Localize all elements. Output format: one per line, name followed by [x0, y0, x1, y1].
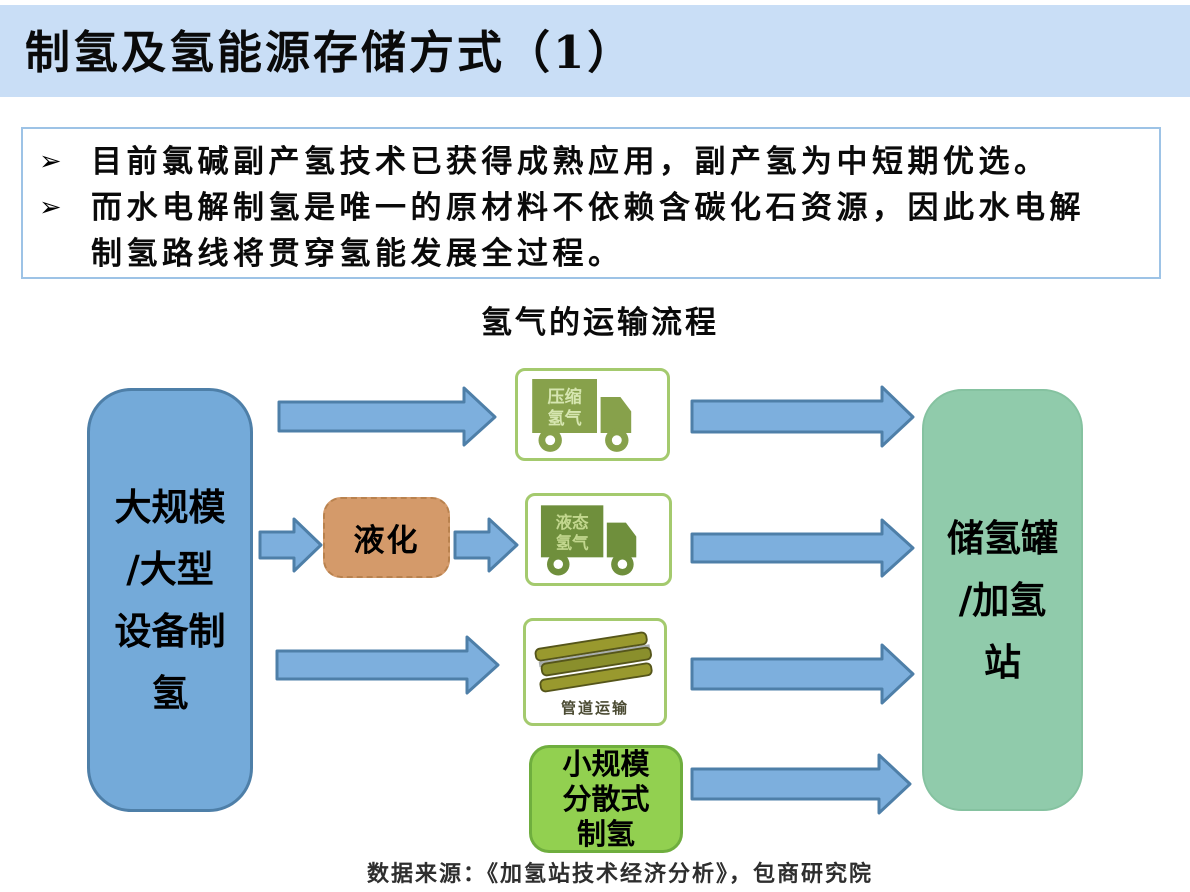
box-text-line: 站	[984, 640, 1021, 684]
box-text-line: /加氢	[958, 578, 1047, 622]
box-text-line: 液化	[353, 523, 420, 559]
bullet-text: 目前氯碱副产氢技术已获得成熟应用，副产氢为中短期优选。	[91, 144, 1050, 180]
arrow-source-to-liquefaction	[258, 517, 323, 573]
page-title: 制氢及氢能源存储方式（1）	[25, 26, 636, 79]
bullet-item: ➢ 而水电解制氢是唯一的原材料不依赖含碳化石资源，因此水电解 制氢路线将贯穿氢能…	[39, 185, 1149, 277]
key-points-box: ➢ 目前氯碱副产氢技术已获得成熟应用，副产氢为中短期优选。 ➢ 而水电解制氢是唯…	[21, 127, 1161, 279]
pipeline-caption: 管道运输	[560, 698, 629, 717]
liquid-hydrogen-truck-card: 液态 氢气	[525, 493, 672, 586]
box-text-line: 分散式	[562, 781, 650, 816]
liquefaction-box: 液化	[323, 497, 450, 578]
box-text-line: 制氢	[576, 816, 635, 851]
small-scale-production-box: 小规模 分散式 制氢	[529, 745, 683, 853]
arrow-source-to-compressed-truck	[277, 386, 497, 447]
header-band: 制氢及氢能源存储方式（1）	[0, 5, 1190, 97]
arrow-compressed-truck-to-station	[690, 385, 915, 448]
pipeline-transport-card: 管道运输	[523, 618, 667, 726]
bullet-arrow-icon: ➢	[39, 192, 62, 223]
storage-refueling-station-box: 储氢罐 /加氢 站	[922, 389, 1083, 811]
box-text-line: 氢	[151, 671, 189, 715]
data-source-note: 数据来源：《加氢站技术经济分析》，包商研究院	[366, 861, 874, 887]
arrow-liquid-truck-to-station	[690, 518, 915, 578]
truck-icon: 液态 氢气	[540, 504, 636, 576]
bullet-text: 制氢路线将贯穿氢能发展全过程。	[91, 236, 624, 272]
bullet-text: 而水电解制氢是唯一的原材料不依赖含碳化石资源，因此水电解	[91, 190, 1085, 226]
bullet-arrow-icon: ➢	[39, 146, 62, 177]
large-scale-production-box: 大规模 /大型 设备制 氢	[87, 388, 253, 812]
box-text-line: /大型	[126, 547, 214, 591]
box-text-line: 设备制	[114, 609, 226, 653]
truck-icon: 压缩 氢气	[532, 378, 632, 452]
pipeline-icon	[534, 631, 653, 692]
arrow-source-to-pipeline	[275, 635, 500, 695]
arrow-pipeline-to-station	[690, 643, 915, 705]
svg-text:压缩: 压缩	[548, 386, 582, 407]
arrow-small-scale-to-station	[690, 753, 912, 815]
box-text-line: 储氢罐	[947, 516, 1058, 560]
compressed-hydrogen-truck-card: 压缩 氢气	[515, 368, 670, 461]
arrow-liquefaction-to-liquid-truck	[453, 517, 519, 573]
svg-text:氢气: 氢气	[555, 533, 588, 552]
bullet-item: ➢ 目前氯碱副产氢技术已获得成熟应用，副产氢为中短期优选。	[39, 139, 1149, 185]
diagram-title: 氢气的运输流程	[481, 305, 719, 341]
svg-text:液态: 液态	[555, 512, 588, 531]
box-text-line: 大规模	[114, 485, 226, 529]
box-text-line: 小规模	[562, 746, 650, 781]
svg-text:氢气: 氢气	[548, 408, 582, 429]
